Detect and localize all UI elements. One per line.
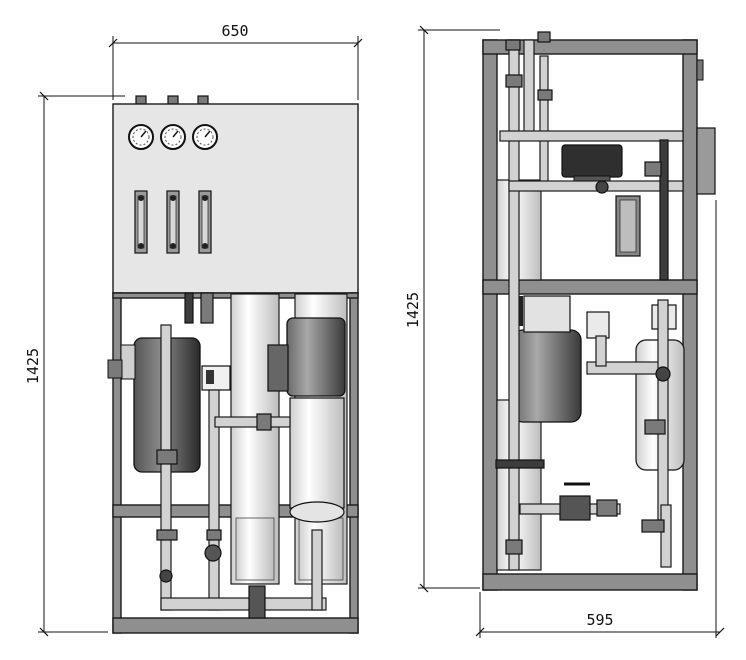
valve-icon — [204, 544, 222, 562]
pressure-tank — [107, 337, 201, 473]
valve-icon — [655, 366, 671, 382]
top-drain-port — [197, 95, 209, 105]
front-width-dimension: 650 — [108, 22, 363, 100]
side-piping — [495, 31, 684, 571]
valve-icon — [595, 180, 609, 194]
pump-motor — [512, 295, 582, 423]
side-depth-dimension: 595 — [475, 200, 725, 638]
front-width-label: 650 — [221, 22, 248, 40]
membrane-vessel — [230, 293, 280, 585]
side-view: 1425 595 — [404, 25, 725, 638]
flowmeter-icon — [134, 190, 148, 254]
front-height-label: 1425 — [24, 348, 42, 384]
pressure-gauge-icon — [192, 124, 218, 150]
side-height-dimension: 1425 — [404, 25, 500, 593]
front-view: 650 1425 — [24, 22, 363, 637]
pressure-gauge-icon — [128, 124, 154, 150]
flowmeter-icon — [198, 190, 212, 254]
side-depth-label: 595 — [586, 611, 613, 629]
side-frame — [482, 39, 716, 591]
flowmeter-icon — [166, 190, 180, 254]
top-inlet-port — [135, 95, 147, 105]
filter-housing — [615, 195, 641, 257]
front-height-dimension: 1425 — [24, 91, 125, 637]
side-height-label: 1425 — [404, 292, 422, 328]
valve-icon — [159, 569, 173, 583]
pressure-gauge-icon — [160, 124, 186, 150]
top-outlet-port — [167, 95, 179, 105]
pump-motor — [267, 317, 346, 523]
front-piping — [156, 292, 327, 619]
pressure-switch — [586, 311, 610, 339]
